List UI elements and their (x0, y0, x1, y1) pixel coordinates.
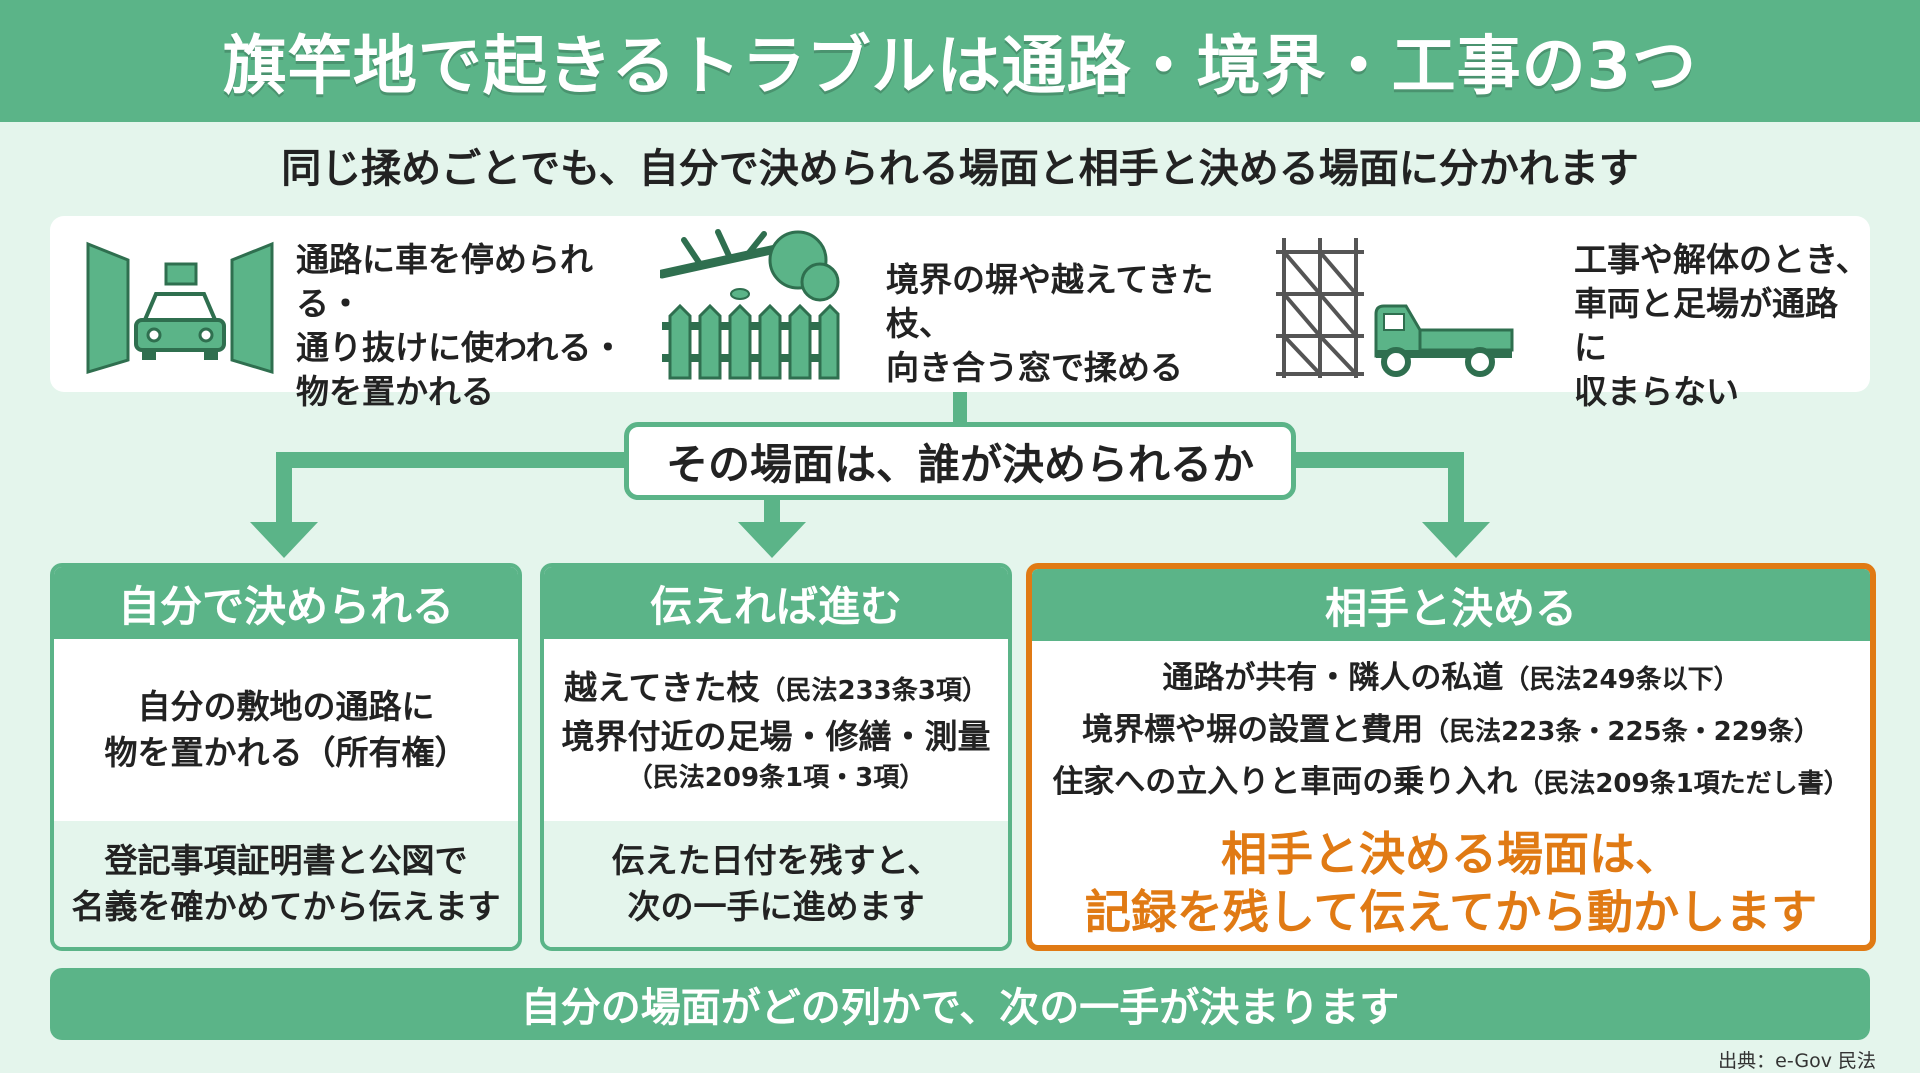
column-item: 境界標や塀の設置と費用（民法223条・225条・229条） (1082, 705, 1820, 757)
column-footer: 伝えた日付を残すと、 次の一手に進めます (544, 821, 1008, 947)
column-footer-line: 次の一手に進めます (627, 887, 925, 926)
law-reference: （民法209条1項ただし書） (1517, 769, 1850, 799)
car-in-passage-icon (86, 241, 274, 375)
highlight-message-line: 相手と決める場面は、 (1221, 827, 1681, 881)
column-body-line: 物を置かれる（所有権） (104, 733, 468, 772)
column-decide-together: 相手と決める 通路が共有・隣人の私道（民法249条以下） 境界標や塀の設置と費用… (1026, 563, 1876, 951)
arrow-down-icon (1422, 522, 1490, 558)
page-title: 旗竿地で起きるトラブルは通路・境界・工事の3つ (222, 30, 1698, 104)
highlight-message-line: 記録を残して伝えてから動かします (1084, 885, 1818, 939)
scenario-passage: 通路に車を停められる・ 通り抜けに使われる・ 物を置かれる (50, 216, 650, 411)
column-body-line: 自分の敷地の通路に (137, 687, 435, 726)
scenario-panel: 通路に車を停められる・ 通り抜けに使われる・ 物を置かれる 境界の塀や越えてきた… (50, 216, 1870, 411)
bottom-banner: 自分の場面がどの列かで、次の一手が決まります (50, 968, 1870, 1040)
column-notify: 伝えれば進む 越えてきた枝（民法233条3項） 境界付近の足場・修繕・測量 （民… (540, 563, 1012, 951)
column-body: 通路が共有・隣人の私道（民法249条以下） 境界標や塀の設置と費用（民法223条… (1032, 641, 1870, 821)
column-body: 自分の敷地の通路に 物を置かれる（所有権） (54, 639, 518, 821)
column-footer-line: 登記事項証明書と公図で (104, 841, 468, 880)
column-footer: 相手と決める場面は、 記録を残して伝えてから動かします (1032, 821, 1870, 945)
scaffold-and-truck-icon (1276, 238, 1514, 378)
source-note: 出典：e-Gov 民法 (1718, 1050, 1876, 1072)
connector-line (764, 500, 780, 526)
column-item: 通路が共有・隣人の私道（民法249条以下） (1162, 653, 1739, 705)
column-item-text: 通路が共有・隣人の私道 (1162, 660, 1504, 696)
scenario-boundary: 境界の塀や越えてきた枝、 向き合う窓で揉める (650, 216, 1250, 392)
law-reference: （民法223条・225条・229条） (1423, 717, 1820, 747)
scenario-text: 通路に車を停められる・ 通り抜けに使われる・ 物を置かれる (296, 240, 625, 411)
column-item-text: 境界標や塀の設置と費用 (1082, 712, 1424, 748)
column-heading: 相手と決める (1032, 569, 1870, 641)
arrow-down-icon (738, 522, 806, 558)
page-subtitle: 同じ揉めごとでも、自分で決められる場面と相手と決める場面に分かれます (281, 146, 1639, 192)
connector-line (953, 392, 967, 424)
column-footer: 登記事項証明書と公図で 名義を確かめてから伝えます (54, 821, 518, 947)
title-banner: 旗竿地で起きるトラブルは通路・境界・工事の3つ (0, 0, 1920, 122)
connector-line (1448, 452, 1464, 526)
column-item-text: 越えてきた枝 (564, 667, 760, 707)
column-item-text: 境界付近の足場・修繕・測量 (561, 716, 991, 756)
column-item: 越えてきた枝（民法233条3項） (564, 665, 988, 714)
column-heading: 自分で決められる (54, 567, 518, 639)
question-box: その場面は、誰が決められるか (624, 422, 1296, 500)
column-self-decide: 自分で決められる 自分の敷地の通路に 物を置かれる（所有権） 登記事項証明書と公… (50, 563, 522, 951)
column-item: 境界付近の足場・修繕・測量 (562, 714, 991, 760)
column-item-text: 住家への立入りと車両の乗り入れ (1052, 764, 1518, 800)
connector-line (276, 452, 626, 468)
law-reference: （民法233条3項） (759, 675, 988, 706)
column-item: 住家への立入りと車両の乗り入れ（民法209条1項ただし書） (1052, 757, 1849, 809)
scenario-text: 境界の塀や越えてきた枝、 向き合う窓で揉める (886, 260, 1214, 387)
column-footer-line: 名義を確かめてから伝えます (71, 887, 501, 926)
column-body: 越えてきた枝（民法233条3項） 境界付近の足場・修繕・測量 （民法209条1項… (544, 639, 1008, 821)
law-reference: （民法249条以下） (1503, 665, 1740, 695)
arrow-down-icon (250, 522, 318, 558)
connector-line (1294, 452, 1464, 468)
column-heading: 伝えれば進む (544, 567, 1008, 639)
fence-and-branch-icon (660, 229, 840, 380)
law-reference: （民法209条1項・3項） (626, 762, 926, 793)
column-footer-line: 伝えた日付を残すと、 (611, 841, 941, 880)
connector-line (276, 452, 292, 526)
scenario-construction: 工事や解体のとき、 車両と足場が通路に 収まらない (1250, 216, 1870, 411)
scenario-text: 工事や解体のとき、 車両と足場が通路に 収まらない (1574, 240, 1869, 411)
